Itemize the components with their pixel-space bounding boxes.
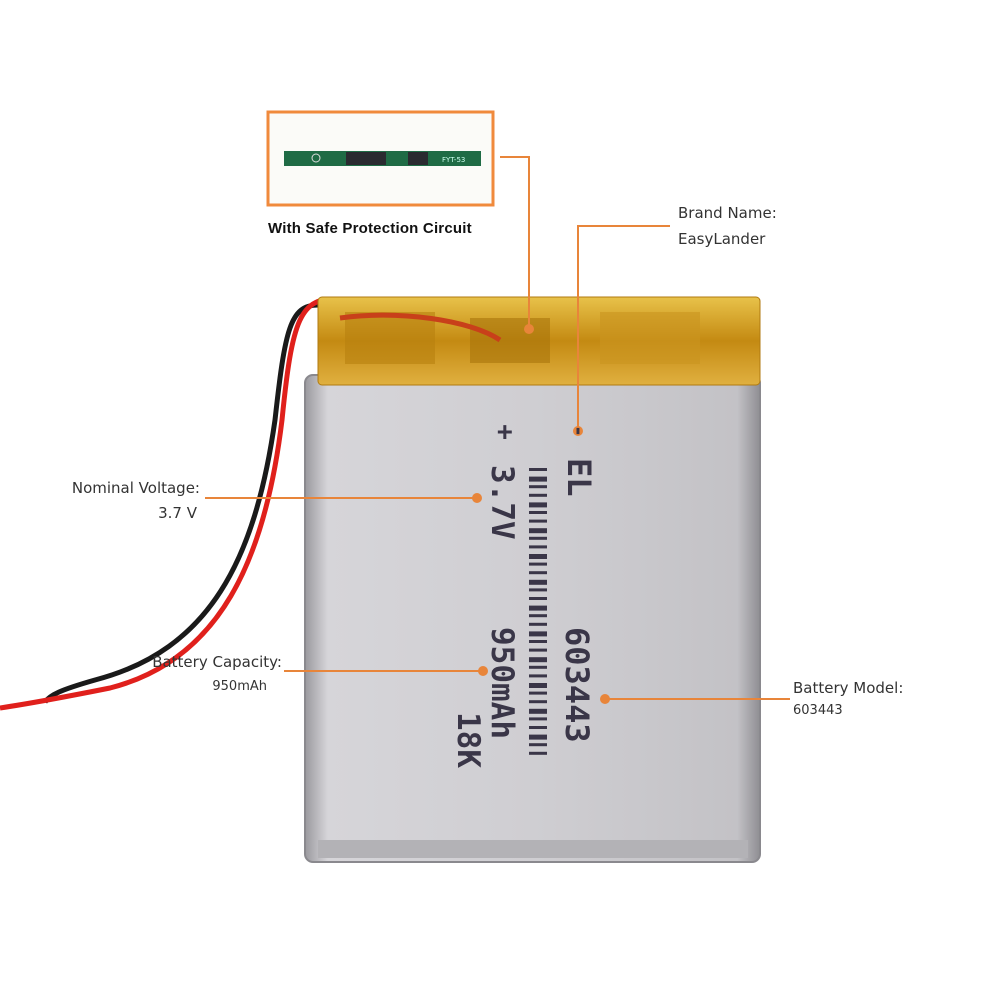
barcode-bar bbox=[529, 605, 547, 611]
barcode-bar bbox=[529, 734, 547, 740]
barcode-bar bbox=[529, 476, 547, 482]
tape-fold bbox=[470, 318, 550, 363]
battery-body bbox=[304, 374, 761, 863]
black-wire bbox=[42, 302, 319, 704]
model-value: 603443 bbox=[793, 703, 843, 718]
barcode-bar bbox=[529, 493, 547, 497]
barcode-bar bbox=[529, 726, 547, 729]
barcode-bar bbox=[529, 631, 547, 637]
barcode-bar bbox=[529, 519, 547, 523]
callout-dots bbox=[472, 324, 610, 704]
barcode-bar bbox=[529, 657, 547, 663]
barcode-bar bbox=[529, 588, 547, 592]
tape-fold bbox=[345, 312, 435, 364]
pcb-caption: With Safe Protection Circuit bbox=[268, 220, 472, 237]
capacity-label: Battery Capacity: bbox=[152, 653, 282, 671]
barcode-bar bbox=[529, 751, 547, 755]
model-marking: 603443 bbox=[558, 627, 596, 743]
barcode-bar bbox=[529, 545, 547, 549]
barcode-bar bbox=[529, 691, 547, 695]
capacity-marking: 950mAh bbox=[484, 627, 520, 739]
brand-value: EasyLander bbox=[678, 230, 766, 248]
plus-marking: + bbox=[497, 417, 513, 447]
logo-marking: EL bbox=[560, 458, 598, 497]
code-marking: 18K bbox=[450, 712, 486, 768]
barcode-bar bbox=[529, 674, 547, 678]
callout-lines bbox=[205, 156, 790, 700]
barcode-bar bbox=[529, 485, 547, 489]
barcode bbox=[529, 468, 547, 755]
barcode-bar bbox=[529, 468, 547, 471]
red-wire bbox=[0, 296, 341, 711]
barcode-bar bbox=[529, 622, 547, 626]
barcode-bar bbox=[529, 665, 547, 669]
pcb-chip bbox=[408, 152, 428, 165]
pcb-marking: FYT-53 bbox=[442, 156, 465, 164]
voltage-marking: 3.7V bbox=[484, 465, 520, 540]
barcode-bar bbox=[529, 571, 547, 575]
pcb-pad bbox=[311, 153, 321, 163]
barcode-bar bbox=[529, 648, 547, 652]
barcode-bar bbox=[529, 511, 547, 514]
internal-wire bbox=[339, 312, 502, 343]
voltage-value: 3.7 V bbox=[158, 504, 197, 522]
barcode-bar bbox=[529, 562, 547, 566]
tape-fold bbox=[600, 312, 700, 364]
barcode-bar bbox=[529, 708, 547, 714]
barcode-bar bbox=[529, 614, 547, 618]
barcode-bar bbox=[529, 528, 547, 534]
barcode-bar bbox=[529, 640, 547, 643]
barcode-bar bbox=[529, 502, 547, 508]
barcode-bar bbox=[529, 743, 547, 747]
barcode-bar bbox=[529, 597, 547, 600]
barcode-bar bbox=[529, 717, 547, 721]
model-label: Battery Model: bbox=[793, 679, 904, 697]
barcode-bar bbox=[529, 536, 547, 540]
battery-bottom-edge bbox=[318, 840, 748, 858]
capacity-value: 950mAh bbox=[212, 679, 267, 694]
barcode-bar bbox=[529, 579, 547, 585]
pcb-chip bbox=[346, 152, 386, 165]
voltage-label: Nominal Voltage: bbox=[71, 479, 200, 497]
brand-label: Brand Name: bbox=[678, 204, 777, 222]
minus-marking: - bbox=[567, 425, 591, 437]
barcode-bar bbox=[529, 683, 547, 688]
barcode-bar bbox=[529, 700, 547, 704]
barcode-bar bbox=[529, 554, 547, 559]
